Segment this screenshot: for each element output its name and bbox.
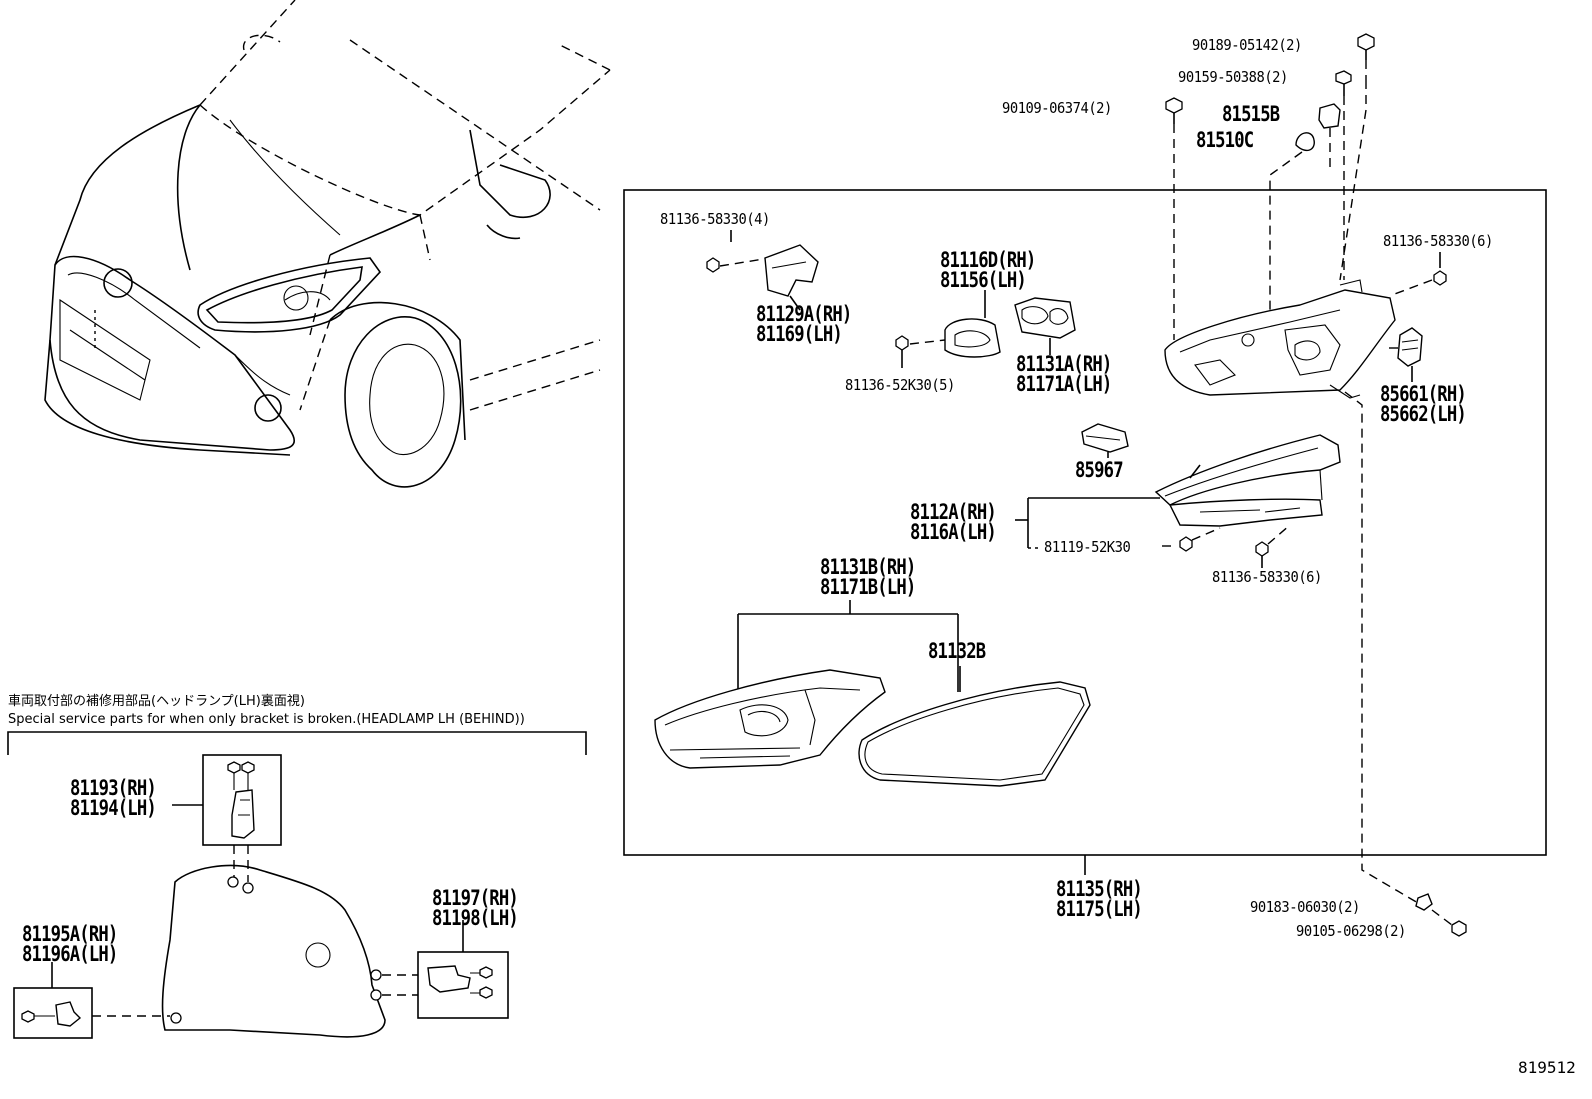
label-81136-c: 81136-58330(6): [1383, 232, 1493, 250]
label-81131b-rh: 81131B(RH): [820, 555, 916, 579]
lamp-unit-81131a: [1014, 297, 1076, 355]
module-85661: [1386, 327, 1423, 382]
bolt-right: [1391, 252, 1447, 296]
label-81197-rh: 81197(RH): [432, 886, 519, 910]
label-81198-lh: 81198(LH): [432, 906, 519, 930]
label-81136-a: 81136-58330(4): [660, 210, 770, 228]
illustration-code: 819512: [1518, 1058, 1576, 1077]
label-81132b: 81132B: [928, 639, 986, 663]
label-85661-rh: 85661(RH): [1380, 382, 1467, 406]
label-81116d-rh: 81116D(RH): [940, 248, 1036, 272]
note-english: Special service parts for when only brac…: [8, 712, 525, 727]
label-81156-lh: 81156(LH): [940, 268, 1027, 292]
label-81136-b: 81136-52K30(5): [845, 376, 955, 394]
label-81171b-lh: 81171B(LH): [820, 575, 916, 599]
label-81135-rh: 81135(RH): [1056, 877, 1143, 901]
label-81515b: 81515B: [1222, 102, 1280, 126]
label-81195a-rh: 81195A(RH): [22, 922, 118, 946]
label-90189: 90189-05142(2): [1192, 36, 1302, 54]
headlamp-housing-rear: [1164, 279, 1396, 399]
label-90109: 90109-06374(2): [1002, 99, 1112, 117]
label-8112a-rh: 8112A(RH): [910, 500, 997, 524]
label-81175-lh: 81175(LH): [1056, 897, 1143, 921]
label-81194-lh: 81194(LH): [70, 796, 157, 820]
note-japanese: 車両取付部の補修用部品(ヘッドランプ(LH)裏面視): [8, 694, 305, 709]
label-81131a-rh: 81131A(RH): [1016, 352, 1112, 376]
label-8116a-lh: 8116A(LH): [910, 520, 997, 544]
signal-lamp-8112a: [1154, 434, 1341, 527]
vehicle-front-illustration: [44, 0, 611, 488]
leader-81135: [1084, 391, 1467, 937]
label-81510c: 81510C: [1196, 128, 1254, 152]
label-81119: 81119-52K30: [1044, 538, 1131, 556]
top-hardware: [1165, 33, 1375, 340]
label-81136-d: 81136-58330(6): [1212, 568, 1322, 586]
label-85662-lh: 85662(LH): [1380, 402, 1467, 426]
service-parts-section: [7, 731, 587, 1039]
label-85967: 85967: [1075, 458, 1124, 482]
label-81129a-rh: 81129A(RH): [756, 302, 852, 326]
label-81196a-lh: 81196A(LH): [22, 942, 118, 966]
gasket-81132b: [858, 666, 1091, 787]
label-90183: 90183-06030(2): [1250, 898, 1360, 916]
housing-81116d: [895, 290, 1001, 368]
label-90105: 90105-06298(2): [1296, 922, 1406, 940]
label-81169-lh: 81169(LH): [756, 322, 843, 346]
headlamp-lens-81131b: [654, 600, 959, 769]
module-85967: [1081, 423, 1129, 458]
label-81193-rh: 81193(RH): [70, 776, 157, 800]
bracket-81129a: [706, 230, 819, 311]
label-90159: 90159-50388(2): [1178, 68, 1288, 86]
leader-8112a: [1015, 497, 1291, 568]
label-81171a-lh: 81171A(LH): [1016, 372, 1112, 396]
